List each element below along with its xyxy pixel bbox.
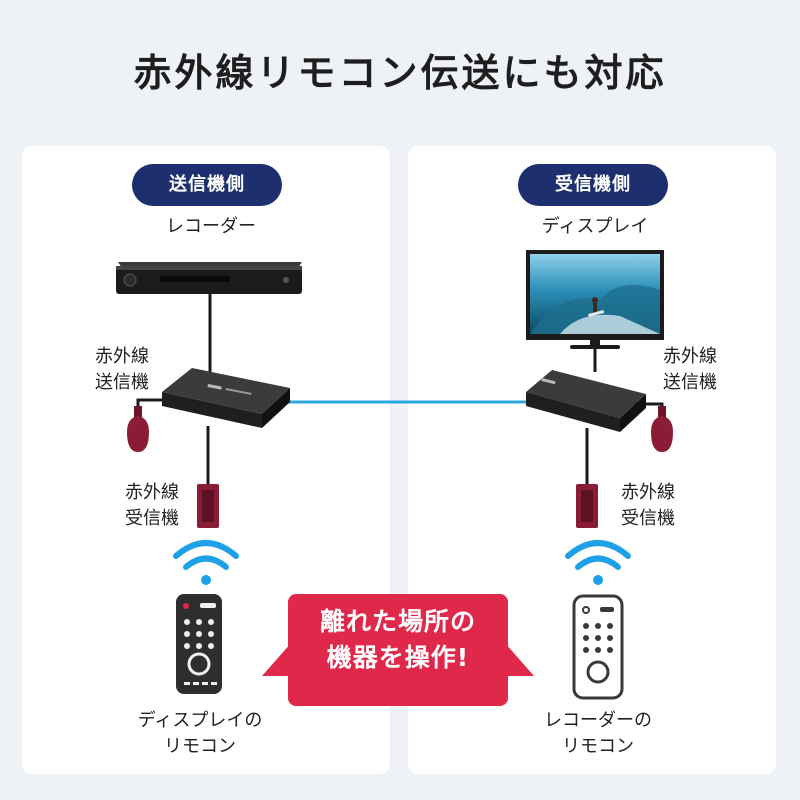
remote-control-display-icon bbox=[176, 594, 222, 694]
display-remote-label-line1: ディスプレイの bbox=[137, 710, 263, 731]
ir-receiver-left-icon bbox=[197, 484, 219, 528]
display-label: ディスプレイ bbox=[541, 216, 649, 237]
display-icon bbox=[526, 250, 664, 349]
recorder-label: レコーダー bbox=[166, 216, 256, 237]
ir-receiver-right-icon bbox=[576, 484, 598, 528]
receiver-receiver-label-line2: 受信機 bbox=[621, 508, 675, 530]
recorder-remote-label-line1: レコーダーの bbox=[544, 710, 652, 731]
sender-badge: 送信機側 bbox=[132, 164, 282, 206]
recorder-remote-label: レコーダーの リモコン bbox=[508, 708, 688, 760]
sender-transmitter-label-line1: 赤外線 bbox=[95, 346, 149, 367]
sender-receiver-label-line2: 受信機 bbox=[125, 508, 179, 530]
callout-line2: 機器を操作! bbox=[326, 643, 470, 673]
display-remote-label-line2: リモコン bbox=[164, 736, 236, 758]
extender-receiver-icon bbox=[526, 370, 646, 432]
receiver-badge: 受信機側 bbox=[518, 164, 668, 206]
recorder-icon bbox=[116, 262, 302, 294]
sender-transmitter-label: 赤外線 送信機 bbox=[82, 344, 162, 396]
display-remote-label: ディスプレイの リモコン bbox=[110, 708, 290, 760]
receiver-transmitter-label-line2: 送信機 bbox=[663, 372, 717, 394]
extender-sender-icon bbox=[162, 368, 290, 428]
receiver-transmitter-label: 赤外線 送信機 bbox=[650, 344, 730, 396]
remote-control-recorder-icon bbox=[572, 594, 624, 700]
sender-receiver-label-line1: 赤外線 bbox=[125, 482, 179, 503]
recorder-remote-label-line2: リモコン bbox=[562, 736, 634, 758]
callout-box: 離れた場所の 機器を操作! bbox=[288, 594, 508, 706]
page-title: 赤外線リモコン伝送にも対応 bbox=[133, 51, 667, 95]
receiver-transmitter-label-line1: 赤外線 bbox=[663, 346, 717, 367]
wireless-right-icon bbox=[565, 540, 631, 585]
callout-tail-left bbox=[262, 642, 292, 676]
ir-emitter-left-icon bbox=[127, 406, 149, 452]
receiver-receiver-label: 赤外線 受信機 bbox=[608, 480, 688, 532]
ir-emitter-right-icon bbox=[651, 406, 673, 452]
callout-line1: 離れた場所の bbox=[319, 607, 476, 636]
receiver-receiver-label-line1: 赤外線 bbox=[621, 482, 675, 503]
sender-receiver-label: 赤外線 受信機 bbox=[112, 480, 192, 532]
callout-tail-right bbox=[504, 642, 534, 676]
sender-transmitter-label-line2: 送信機 bbox=[95, 372, 149, 394]
wireless-left-icon bbox=[173, 540, 239, 585]
